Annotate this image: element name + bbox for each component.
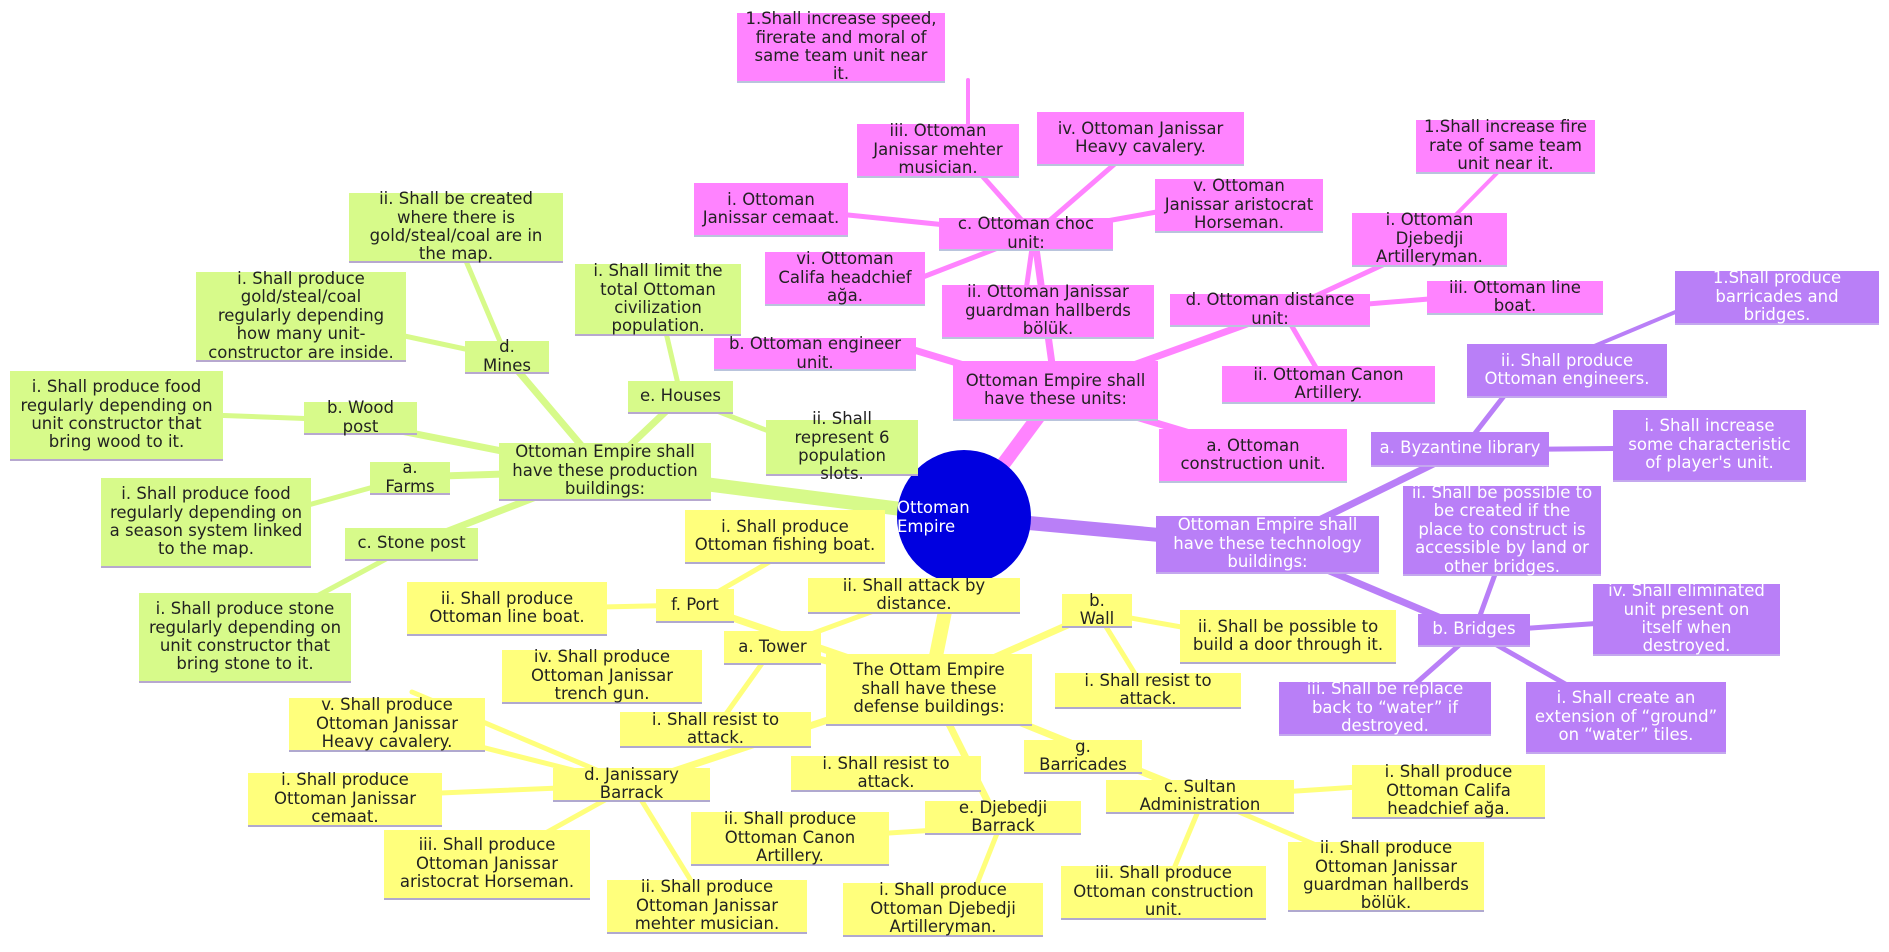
unit-engineer[interactable]: b. Ottoman engineer unit. xyxy=(714,334,916,371)
mines-ii[interactable]: ii. Shall be created where there is gold… xyxy=(349,189,563,263)
prod-wood[interactable]: b. Wood post xyxy=(304,398,417,435)
def-janissary[interactable]: d. Janissary Barrack xyxy=(553,765,710,802)
defense-title[interactable]: The Ottam Empire shall have these defens… xyxy=(826,654,1032,726)
jan-iv[interactable]: iv. Shall produce Ottoman Janissar trenc… xyxy=(502,648,702,704)
farms-i[interactable]: i. Shall produce food regularly dependin… xyxy=(101,478,311,568)
tower-ii[interactable]: ii. Shall attack by distance. xyxy=(808,576,1020,614)
unit-choc[interactable]: c. Ottoman choc unit: xyxy=(939,214,1113,251)
wall-i[interactable]: i. Shall resist to attack. xyxy=(1055,671,1241,709)
stone-i[interactable]: i. Shall produce stone regularly dependi… xyxy=(139,593,351,683)
houses-i[interactable]: i. Shall limit the total Ottoman civiliz… xyxy=(575,261,741,336)
tower-i[interactable]: i. Shall resist to attack. xyxy=(620,710,811,748)
wood-i[interactable]: i. Shall produce food regularly dependin… xyxy=(10,371,223,461)
sultan-iii[interactable]: iii. Shall produce Ottoman construction … xyxy=(1061,864,1266,920)
port-i[interactable]: i. Shall produce Ottoman fishing boat. xyxy=(685,510,885,564)
prod-mines[interactable]: d. Mines xyxy=(465,337,549,374)
dist-i-1[interactable]: 1.Shall increase fire rate of same team … xyxy=(1416,118,1595,174)
root-node[interactable]: Ottoman Empire xyxy=(897,450,1031,584)
prod-houses[interactable]: e. Houses xyxy=(628,381,733,414)
def-tower[interactable]: a. Tower xyxy=(724,631,821,665)
technology-title[interactable]: Ottoman Empire shall have these technolo… xyxy=(1156,516,1379,574)
library-ii[interactable]: ii. Shall produce Ottoman engineers. xyxy=(1467,344,1667,398)
choc-i[interactable]: i. Ottoman Janissar cemaat. xyxy=(694,183,848,237)
prod-farms[interactable]: a. Farms xyxy=(370,458,450,495)
library-ii-1[interactable]: 1.Shall produce barricades and bridges. xyxy=(1675,269,1879,325)
production-title[interactable]: Ottoman Empire shall have these producti… xyxy=(499,443,711,501)
bridges-i[interactable]: i. Shall create an extension of “ground”… xyxy=(1526,682,1726,754)
bridges-iii[interactable]: iii. Shall be replace back to “water” if… xyxy=(1279,680,1491,736)
mines-i[interactable]: i. Shall produce gold/steal/coal regular… xyxy=(196,269,406,362)
bridges-iv[interactable]: iv. Shall eliminated unit present on its… xyxy=(1593,581,1780,656)
dist-iii[interactable]: iii. Ottoman line boat. xyxy=(1427,278,1603,315)
prod-stone[interactable]: c. Stone post xyxy=(345,528,478,561)
choc-iii-1[interactable]: 1.Shall increase speed, firerate and mor… xyxy=(737,9,945,83)
units-title[interactable]: Ottoman Empire shall have these units: xyxy=(953,361,1158,421)
def-djebedji[interactable]: e. Djebedji Barrack xyxy=(925,798,1081,835)
choc-iv[interactable]: iv. Ottoman Janissar Heavy cavalery. xyxy=(1037,112,1244,166)
unit-distance[interactable]: d. Ottoman distance unit: xyxy=(1170,290,1370,327)
choc-ii[interactable]: ii. Ottoman Janissar guardman hallberds … xyxy=(942,283,1154,339)
def-port[interactable]: f. Port xyxy=(656,589,734,623)
choc-v[interactable]: v. Ottoman Janissar aristocrat Horseman. xyxy=(1155,177,1323,233)
wall-ii[interactable]: ii. Shall be possible to build a door th… xyxy=(1180,610,1396,664)
sultan-i[interactable]: i. Shall produce Ottoman Califa headchie… xyxy=(1352,763,1545,819)
jan-ii[interactable]: ii. Shall produce Ottoman Janissar mehte… xyxy=(607,878,807,934)
def-sultan[interactable]: c. Sultan Administration xyxy=(1106,777,1294,814)
jan-iii[interactable]: iii. Shall produce Ottoman Janissar aris… xyxy=(384,830,590,900)
tech-library[interactable]: a. Byzantine library xyxy=(1371,432,1549,467)
bridges-ii[interactable]: ii. Shall be possible to be created if t… xyxy=(1403,483,1601,576)
jan-i[interactable]: i. Shall produce Ottoman Janissar cemaat… xyxy=(248,771,442,827)
tech-bridges[interactable]: b. Bridges xyxy=(1418,614,1530,647)
dist-ii[interactable]: ii. Ottoman Canon Artillery. xyxy=(1222,365,1435,404)
jan-v[interactable]: v. Shall produce Ottoman Janissar Heavy … xyxy=(289,696,485,752)
barr-i[interactable]: i. Shall resist to attack. xyxy=(791,754,981,792)
choc-vi[interactable]: vi. Ottoman Califa headchief ağa. xyxy=(765,250,925,306)
def-wall[interactable]: b. Wall xyxy=(1062,591,1132,628)
djeb-ii[interactable]: ii. Shall produce Ottoman Canon Artiller… xyxy=(691,810,889,866)
unit-construction[interactable]: a. Ottoman construction unit. xyxy=(1159,429,1347,483)
library-i[interactable]: i. Shall increase some characteristic of… xyxy=(1613,410,1806,482)
choc-iii[interactable]: iii. Ottoman Janissar mehter musician. xyxy=(857,122,1019,178)
dist-i[interactable]: i. Ottoman Djebedji Artilleryman. xyxy=(1352,211,1507,267)
port-ii[interactable]: ii. Shall produce Ottoman line boat. xyxy=(407,582,607,636)
djeb-i[interactable]: i. Shall produce Ottoman Djebedji Artill… xyxy=(843,881,1043,937)
houses-ii[interactable]: ii. Shall represent 6 population slots. xyxy=(766,409,918,483)
def-barricades[interactable]: g. Barricades xyxy=(1024,737,1142,774)
sultan-ii[interactable]: ii. Shall produce Ottoman Janissar guard… xyxy=(1288,838,1484,912)
